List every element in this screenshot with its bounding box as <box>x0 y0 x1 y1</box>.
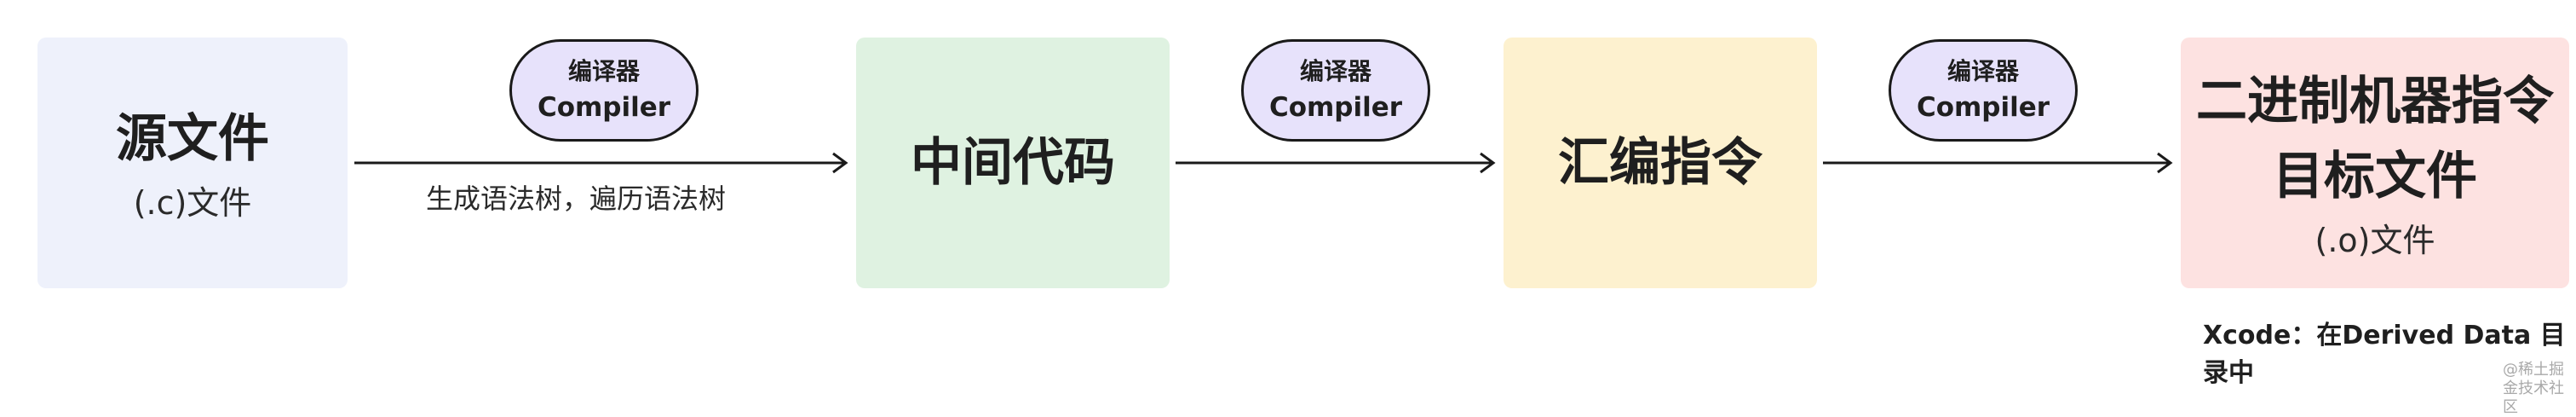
assembly-title: 汇编指令 <box>1558 133 1762 193</box>
compiler-pill-2: 编译器 Compiler <box>1241 39 1430 142</box>
edge-label-syntax-tree: 生成语法树，遍历语法树 <box>426 182 727 215</box>
source-file-subtitle: (.c)文件 <box>133 184 252 222</box>
arrowhead-2 <box>1480 152 1496 174</box>
compiler-en-label: Compiler <box>1268 92 1403 123</box>
watermark: @稀土掘金技术社区 <box>2503 361 2564 416</box>
compiler-cn-label: 编译器 <box>1946 57 2019 85</box>
source-file-node: 源文件 (.c)文件 <box>37 38 348 288</box>
compiler-pill-3: 编译器 Compiler <box>1889 39 2078 142</box>
intermediate-code-title: 中间代码 <box>911 133 1115 193</box>
compiler-en-label: Compiler <box>1916 92 2050 123</box>
binary-object-node: 二进制机器指令 目标文件 (.o)文件 <box>2181 38 2569 288</box>
arrowhead-1 <box>832 152 848 174</box>
arrowhead-3 <box>2157 152 2173 174</box>
binary-title-line1: 二进制机器指令 <box>2196 72 2554 131</box>
source-file-title: 源文件 <box>116 109 269 169</box>
binary-subtitle: (.o)文件 <box>2314 222 2435 259</box>
compiler-cn-label: 编译器 <box>1299 57 1371 85</box>
compiler-cn-label: 编译器 <box>567 57 640 85</box>
compiler-en-label: Compiler <box>537 92 671 123</box>
intermediate-code-node: 中间代码 <box>856 38 1170 288</box>
flow-arrows <box>354 152 2173 174</box>
binary-title-line2: 目标文件 <box>2273 147 2477 206</box>
compiler-pill-1: 编译器 Compiler <box>509 39 699 142</box>
assembly-node: 汇编指令 <box>1504 38 1817 288</box>
